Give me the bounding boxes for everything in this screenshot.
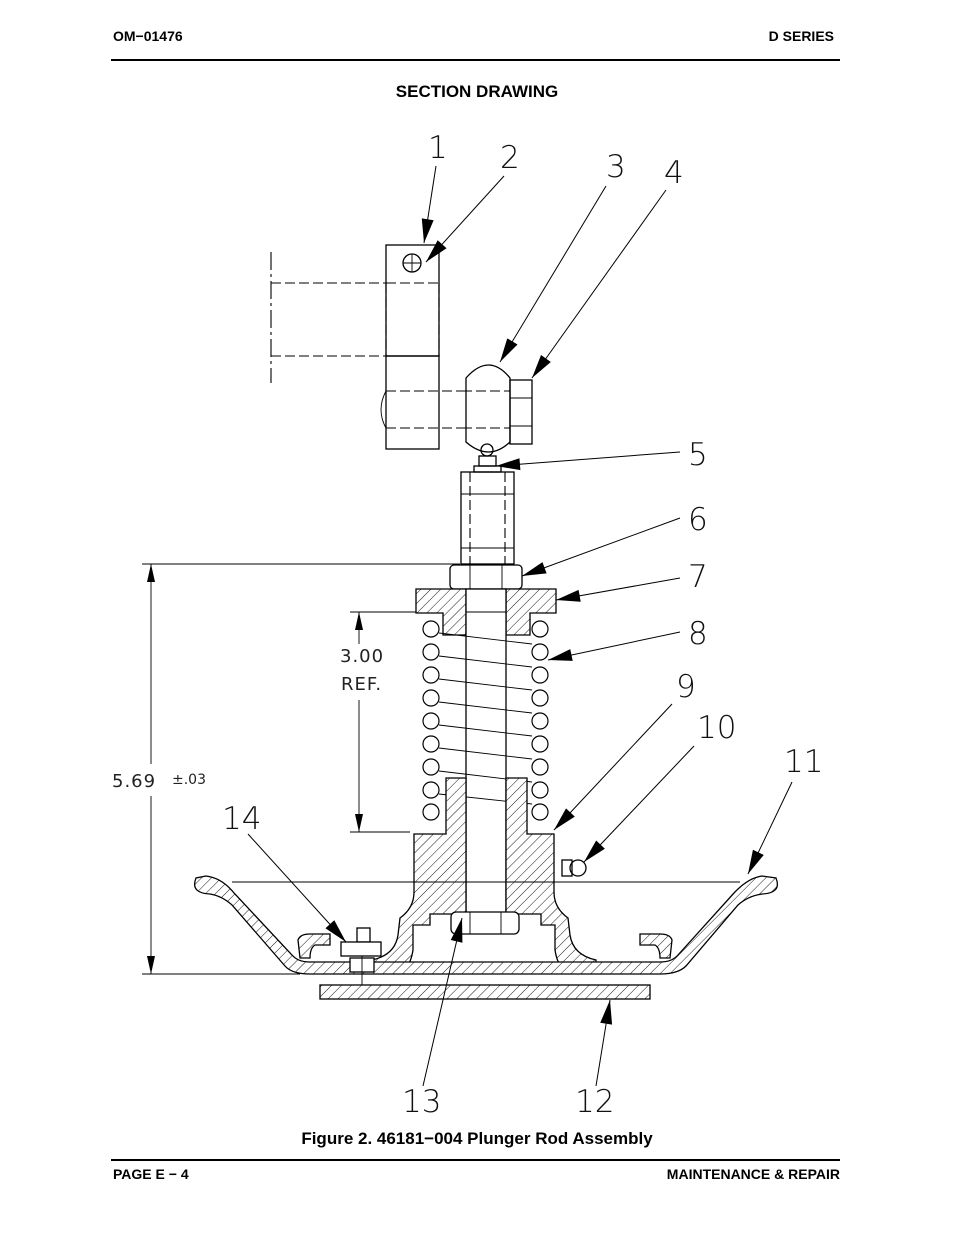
page-number: PAGE E − 4 — [113, 1166, 189, 1182]
bottom-nut — [450, 911, 520, 935]
leader-line — [531, 189, 667, 379]
callout-14: 14 — [222, 801, 261, 837]
leader-arrowhead — [522, 562, 547, 576]
leader-line — [499, 185, 607, 363]
spring-coil-section — [531, 781, 549, 799]
callout-6: 6 — [688, 502, 708, 538]
callout-3: 3 — [606, 149, 626, 185]
overall-dimension-value: 5.69 — [112, 771, 156, 792]
callout-2: 2 — [500, 140, 520, 176]
footer-rule — [111, 1159, 840, 1161]
section-name: MAINTENANCE & REPAIR — [666, 1166, 840, 1182]
callout-5: 5 — [688, 437, 708, 473]
spring-coil-section — [531, 643, 549, 661]
callout-9: 9 — [676, 669, 696, 705]
spring-coil-line — [438, 701, 533, 714]
grease-fitting-top — [402, 253, 422, 273]
spring-coil-section — [531, 803, 549, 821]
spring — [422, 620, 549, 821]
leader-arrowhead — [500, 338, 518, 362]
leader-arrowhead — [584, 840, 605, 862]
overall-dimension-tolerance: ±.03 — [172, 772, 206, 788]
rod-end-eye — [462, 364, 533, 453]
callout-12: 12 — [575, 1084, 614, 1120]
leader-line — [553, 703, 673, 831]
leader-line — [521, 517, 681, 577]
spring-coil-section — [531, 735, 549, 753]
spring-coil-section — [422, 620, 440, 638]
leader-arrowhead — [554, 808, 575, 830]
grease-fitting-10 — [561, 859, 587, 877]
spring-coil-section — [422, 758, 440, 776]
leader-arrowhead — [325, 920, 346, 942]
spring-coil-section — [422, 803, 440, 821]
clevis-block — [380, 244, 462, 450]
header-rule — [111, 59, 840, 61]
callout-7: 7 — [688, 559, 708, 595]
pan — [193, 875, 779, 975]
section-title: SECTION DRAWING — [395, 82, 559, 101]
plunger-hub — [371, 777, 597, 973]
figure-caption: Figure 2. 46181−004 Plunger Rod Assembly — [301, 1129, 653, 1148]
spring-coil-section — [422, 666, 440, 684]
leader-line — [247, 833, 347, 943]
overall-dimension: 5.69 ±.03 — [112, 563, 460, 975]
jam-nut — [449, 564, 523, 590]
spring-coil-section — [531, 689, 549, 707]
spring-coil-section — [422, 643, 440, 661]
spring-coil-section — [531, 666, 549, 684]
base-plate — [319, 984, 651, 1000]
spring-coil-line — [438, 655, 533, 668]
callout-4: 4 — [664, 155, 684, 191]
spring-coil-line — [438, 678, 533, 691]
spring-coil-section — [422, 689, 440, 707]
leader-arrowhead — [748, 849, 764, 874]
spring-coil-section — [531, 620, 549, 638]
callout-leaders — [247, 165, 793, 1087]
spring-coil-line — [438, 724, 533, 737]
leader-arrowhead — [600, 1000, 613, 1025]
leader-arrowhead — [496, 458, 521, 471]
leader-arrowhead — [556, 589, 581, 602]
linkage-centerline — [270, 252, 386, 383]
spring-dimension: 3.00 REF. — [340, 611, 416, 833]
leader-arrowhead — [450, 918, 463, 943]
document-number: OM−01476 — [113, 28, 183, 44]
callout-8: 8 — [688, 616, 708, 652]
spring-coil-line — [438, 747, 533, 760]
leader-line — [422, 917, 463, 1087]
grease-fitting-5 — [473, 443, 502, 473]
leader-arrowhead — [548, 649, 573, 661]
callout-10: 10 — [697, 710, 736, 746]
spring-coil-section — [531, 712, 549, 730]
leader-line — [583, 745, 695, 863]
bolt-14 — [340, 927, 382, 985]
callout-13: 13 — [402, 1084, 441, 1120]
leader-line — [495, 451, 681, 467]
spring-coil-line — [438, 632, 533, 645]
leader-arrowhead — [426, 240, 447, 262]
plunger-rod — [465, 588, 507, 915]
spring-coil-section — [422, 781, 440, 799]
spring-coil-section — [531, 758, 549, 776]
leader-arrowhead — [532, 354, 551, 378]
spring-dimension-value: 3.00 — [340, 646, 384, 667]
spring-coil-section — [422, 735, 440, 753]
rod-end-shank — [460, 471, 515, 565]
leader-arrowhead — [421, 218, 434, 243]
callout-1: 1 — [428, 130, 448, 166]
spring-dimension-ref: REF. — [341, 674, 382, 695]
spring-coil-section — [422, 712, 440, 730]
series-label: D SERIES — [768, 28, 834, 44]
callout-11: 11 — [784, 744, 823, 780]
